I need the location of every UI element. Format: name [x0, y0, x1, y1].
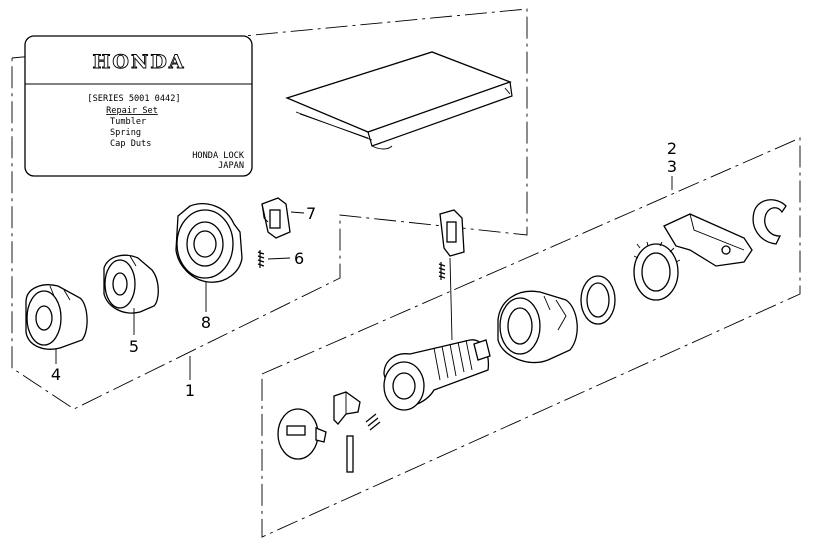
small-spring-pair — [365, 413, 381, 431]
repair-set-label-card: HONDA [SERIES 5001 0442] Repair Set Tumb… — [24, 35, 253, 177]
pin-rod — [346, 435, 354, 473]
leader-lines — [55, 176, 673, 380]
group-1-outline — [11, 8, 528, 410]
lock-housing — [497, 290, 578, 364]
callout-2: 2 — [667, 139, 677, 158]
part-8-shutter-plate — [175, 203, 243, 283]
c-clip — [752, 199, 787, 245]
part-4-cap — [25, 284, 88, 350]
maker-line-2: JAPAN — [218, 161, 244, 171]
maker-line-1: HONDA LOCK — [192, 151, 245, 161]
series-text: [SERIES 5001 0442] — [87, 94, 180, 104]
part-5-sleeve — [103, 254, 159, 314]
bracket-clip — [333, 391, 361, 425]
item-tumbler: Tumbler — [110, 117, 146, 127]
lock-cylinder — [383, 339, 491, 411]
toothed-ring — [633, 241, 681, 301]
repair-set-title: Repair Set — [106, 106, 158, 116]
brand-logo-text: HONDA — [92, 51, 185, 73]
callout-8: 8 — [201, 313, 211, 332]
cap-disc — [277, 408, 327, 460]
cylinder-tumbler — [439, 209, 465, 257]
instruction-sheet — [285, 51, 513, 150]
callout-4: 4 — [51, 365, 61, 384]
retainer-ring — [580, 275, 616, 325]
callout-3: 3 — [667, 157, 677, 176]
callout-7: 7 — [306, 204, 316, 223]
item-spring: Spring — [110, 128, 141, 138]
cylinder-spring — [438, 262, 446, 280]
item-cap-duts: Cap Duts — [110, 139, 151, 149]
callout-1: 1 — [185, 381, 195, 400]
lock-lever — [663, 213, 753, 267]
callout-5: 5 — [129, 337, 139, 356]
group-2-3-outline — [261, 137, 801, 538]
part-6-spring — [257, 250, 265, 268]
callouts: 7 6 8 5 4 1 2 3 — [51, 139, 677, 400]
callout-6: 6 — [294, 249, 304, 268]
part-7-tumbler — [261, 197, 291, 239]
